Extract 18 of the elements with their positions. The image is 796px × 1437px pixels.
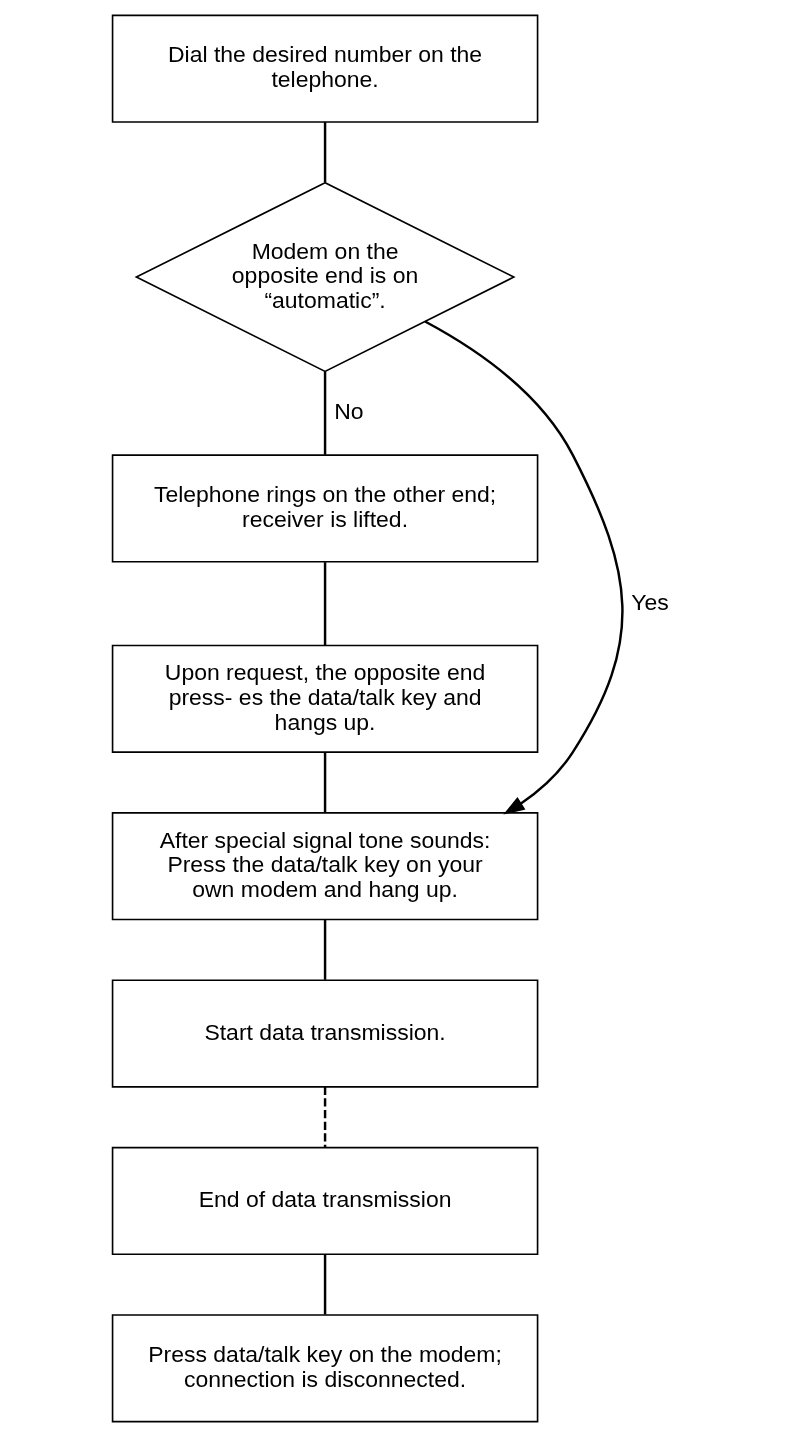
connector: [323, 1087, 326, 1148]
connector: [323, 1254, 326, 1315]
connector: [323, 919, 326, 980]
connector: [323, 562, 326, 646]
arrow: [424, 320, 624, 815]
node-box: Start data transmission.: [111, 979, 538, 1088]
node-diamond: Modem on the opposite end is on “automatic”.: [134, 181, 516, 373]
node-box: Telephone rings on the other end; receiver is lifted.: [111, 454, 538, 563]
edge-label: Yes: [630, 588, 669, 615]
node-box: Upon request, the opposite end press- es the data/talk key and hangs up.: [111, 644, 538, 753]
connector: [323, 752, 326, 813]
node-box: Press data/talk key on the modem; connection is disconnected.: [111, 1314, 538, 1423]
connector: [323, 371, 326, 455]
node-box: Dial the desired number on the telephone.: [111, 14, 538, 123]
connector: [323, 122, 326, 183]
node-box: After special signal tone sounds: Press the data/talk key on your own modem and hang up.: [111, 812, 538, 921]
node-box: End of data transmission: [111, 1146, 538, 1256]
edge-label: No: [333, 398, 364, 425]
